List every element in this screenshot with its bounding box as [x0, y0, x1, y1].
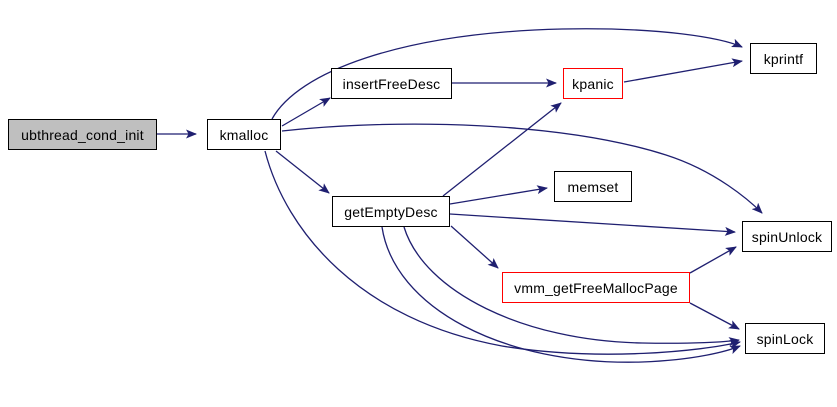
node-vmm_getFreeMallocPage[interactable]: vmm_getFreeMallocPage [502, 272, 690, 303]
node-ubthread_cond_init[interactable]: ubthread_cond_init [8, 119, 157, 150]
edge-getEmptyDesc-spinUnlock [449, 213, 736, 236]
edge-getEmptyDesc-vmm_getFreeMallocPage [450, 225, 499, 269]
edge-kmalloc-getEmptyDesc [275, 150, 330, 194]
node-label: kprintf [763, 50, 804, 67]
node-memset[interactable]: memset [554, 171, 632, 202]
edge-kpanic-kprintf [623, 58, 743, 83]
node-label: getEmptyDesc [344, 203, 438, 220]
edge-kmalloc-insertFreeDesc [281, 97, 331, 127]
node-spinLock[interactable]: spinLock [745, 323, 825, 354]
node-kpanic[interactable]: kpanic [563, 68, 623, 99]
node-spinUnlock[interactable]: spinUnlock [742, 221, 832, 252]
node-label: vmm_getFreeMallocPage [514, 279, 678, 296]
node-label: spinUnlock [751, 228, 823, 245]
edge-kmalloc-kprintf [271, 28, 743, 120]
node-kprintf[interactable]: kprintf [750, 43, 817, 74]
edge-getEmptyDesc-spinLock-lower [381, 226, 741, 363]
node-kmalloc[interactable]: kmalloc [207, 119, 281, 150]
edge-getEmptyDesc-spinLock [403, 226, 740, 346]
edge-getEmptyDesc-kpanic [442, 102, 562, 197]
edge-vmm_getFreeMallocPage-spinLock [689, 302, 740, 330]
edge-kmalloc-spinUnlock [281, 123, 763, 214]
node-label: ubthread_cond_init [21, 126, 144, 143]
node-insertFreeDesc[interactable]: insertFreeDesc [331, 68, 452, 99]
node-getEmptyDesc[interactable]: getEmptyDesc [332, 196, 450, 227]
edge-kmalloc-spinLock [264, 150, 741, 355]
node-label: kmalloc [219, 126, 269, 143]
node-label: kpanic [572, 75, 614, 92]
node-label: memset [567, 178, 619, 195]
node-label: insertFreeDesc [342, 75, 441, 92]
node-label: spinLock [756, 330, 814, 347]
edge-getEmptyDesc-memset [449, 185, 548, 205]
edge-vmm_getFreeMallocPage-spinUnlock [689, 246, 737, 274]
